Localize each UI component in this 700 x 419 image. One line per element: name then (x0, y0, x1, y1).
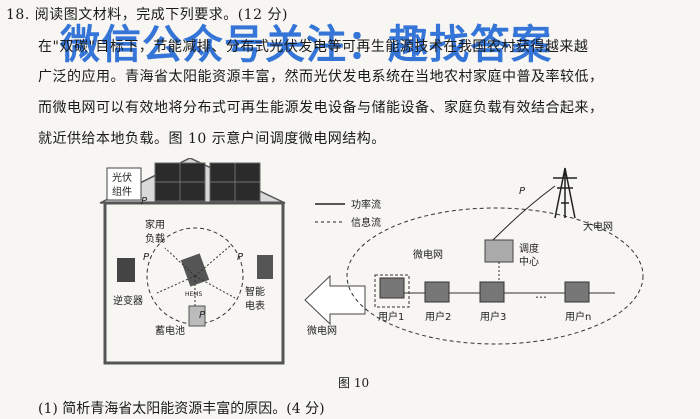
pv-power-label: P (141, 196, 148, 207)
pv-label-line2: 组件 (112, 185, 132, 198)
user-houses (374, 274, 590, 308)
legend-power-flow: 功率流 (351, 198, 381, 211)
inverter-label: 逆变器 (113, 294, 143, 307)
load-label-line1: 家用 (145, 218, 165, 231)
sub-question-1: (1) 简析青海省太阳能资源丰富的原因。(4 分) (38, 401, 325, 417)
microgrid-figure: 光伏 组件 P HEMS 家用 负载 逆变器 蓄电池 智能 电表 P P P 功… (99, 158, 644, 365)
inverter-icon (117, 258, 135, 282)
dispatch-center-icon (484, 239, 514, 263)
dispatch-label-line1: 调度 (519, 242, 539, 255)
dispatch-label-line2: 中心 (519, 255, 539, 268)
arrow-icon (304, 274, 366, 326)
hems-ring (146, 227, 244, 325)
paragraph-line-3: 而微电网可以有效地将分布式可再生能源发电设备与储能设备、家庭负载有效结合起来， (38, 100, 604, 116)
user-house-icon (564, 281, 590, 303)
p-bottom-label: P (199, 310, 206, 321)
user1-label: 用户1 (378, 310, 404, 323)
hems-label: HEMS (185, 291, 202, 298)
microgrid-bottom-label: 微电网 (307, 324, 337, 337)
microgrid-ellipse (346, 207, 644, 345)
microgrid-top-label: 微电网 (413, 248, 443, 261)
ellipsis-label: … (535, 287, 547, 301)
paragraph-line-2: 广泛的应用。青海省太阳能资源丰富，然而光伏发电系统在当地农村家庭中普及率较低， (38, 69, 604, 85)
user-house-icon (479, 281, 505, 303)
battery-icon (188, 305, 206, 327)
meter-label-line1: 智能 (245, 285, 265, 298)
pv-label-line1: 光伏 (112, 171, 132, 184)
legend-info-flow: 信息流 (351, 216, 381, 229)
user-house-icon (424, 281, 450, 303)
load-label-line2: 负载 (145, 232, 165, 245)
power-tower-icon (553, 167, 577, 219)
question-heading: 18. 阅读图文材料，完成下列要求。(12 分) (6, 7, 288, 23)
p-right-label: P (237, 252, 244, 263)
user3-label: 用户3 (480, 310, 506, 323)
paragraph-line-1: 在"双碳"目标下，节能减排、分布式光伏发电等可再生能源技术在我国农村获得越来越 (38, 39, 589, 55)
pv-label-box (106, 167, 142, 201)
house-walls (103, 201, 285, 365)
battery-label: 蓄电池 (155, 324, 185, 337)
watermark: 微信公众号关注：趣找答案 (60, 22, 552, 68)
p-grid-label: P (519, 186, 526, 197)
user-house-icon (379, 277, 405, 299)
paragraph-line-4: 就近供给本地负载。图 10 示意户间调度微电网结构。 (38, 131, 386, 147)
grid-label: 大电网 (583, 220, 613, 233)
meter-label-line2: 电表 (245, 299, 265, 312)
house-diagram: 光伏 组件 P HEMS 家用 负载 逆变器 蓄电池 智能 电表 P P P (99, 158, 286, 365)
user2-label: 用户2 (425, 310, 451, 323)
grid-link-line (492, 185, 556, 241)
p-left-label: P (143, 252, 150, 263)
smart-meter-icon (257, 255, 273, 279)
hems-icon (180, 253, 210, 287)
legend: 功率流 信息流 (315, 198, 381, 229)
user-n-label: 用户n (565, 310, 591, 323)
figure-caption: 图 10 (338, 376, 370, 390)
